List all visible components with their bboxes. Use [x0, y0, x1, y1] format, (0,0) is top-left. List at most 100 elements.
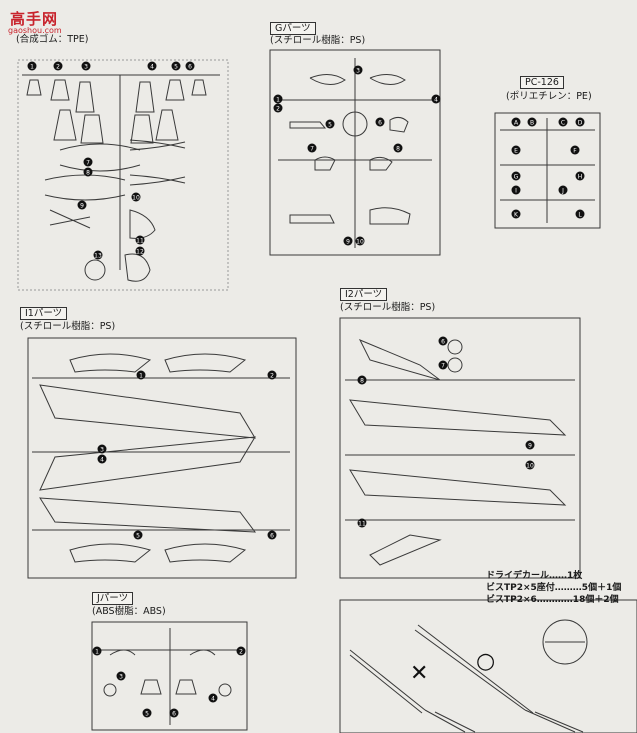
- part-number-marker: 8: [393, 143, 403, 153]
- part-number-marker: 13: [93, 250, 103, 260]
- part-number-marker: 2: [267, 370, 277, 380]
- part-number-label: 5: [136, 533, 140, 540]
- part-number-label: 3: [119, 674, 123, 681]
- part-number-dot: [208, 693, 218, 703]
- pc-part-dot: [511, 145, 521, 155]
- pc-part-letter: I: [515, 188, 517, 195]
- part-number-label: 4: [434, 97, 438, 104]
- part-number-marker: 3: [116, 671, 126, 681]
- part-number-marker: 4: [147, 61, 157, 71]
- part-number-label: 3: [84, 64, 88, 71]
- accessory-screw-6: ビスTP2×6…………18個＋2個: [486, 595, 619, 605]
- part-number-label: 2: [276, 106, 280, 113]
- part-number-label: 3: [356, 68, 360, 75]
- pc-part-letter: A: [514, 120, 519, 127]
- part-number-dot: [136, 370, 146, 380]
- part-number-marker: 2: [273, 103, 283, 113]
- i2-frame-material: (スチロール樹脂：PS): [340, 302, 436, 313]
- wrong-mark-glyph: ✕: [410, 661, 428, 686]
- part-number-dot: [353, 65, 363, 75]
- part-number-dot: [83, 157, 93, 167]
- part-number-dot: [525, 440, 535, 450]
- pc-part-marker: D: [575, 117, 585, 127]
- part-number-dot: [307, 143, 317, 153]
- part-number-dot: [92, 646, 102, 656]
- part-number-label: 10: [132, 195, 140, 202]
- part-number-label: 2: [270, 373, 274, 380]
- part-number-label: 8: [360, 378, 364, 385]
- part-number-dot: [431, 94, 441, 104]
- part-number-dot: [185, 61, 195, 71]
- watermark-url: gaoshou.com: [8, 26, 62, 35]
- part-number-dot: [53, 61, 63, 71]
- part-number-dot: [77, 200, 87, 210]
- part-number-dot: [147, 61, 157, 71]
- part-number-marker: 4: [431, 94, 441, 104]
- part-number-marker: 3: [97, 444, 107, 454]
- part-number-dot: [343, 236, 353, 246]
- j-frame-title: Jパーツ: [92, 592, 134, 605]
- part-number-dot: [525, 460, 535, 470]
- accessories-list: ドライデカール……1枚 ビスTP2×5座付………5個＋1個 ビスTP2×6…………: [486, 570, 637, 606]
- part-number-marker: 6: [375, 117, 385, 127]
- pc-part-dot: [575, 209, 585, 219]
- pc-part-dot: [558, 185, 568, 195]
- pc-part-letter: K: [514, 212, 519, 219]
- part-number-dot: [142, 708, 152, 718]
- part-number-marker: 11: [135, 235, 145, 245]
- pc-part-letter: L: [578, 212, 582, 219]
- part-number-dot: [438, 360, 448, 370]
- part-number-marker: 5: [133, 530, 143, 540]
- part-number-dot: [393, 143, 403, 153]
- part-number-label: 9: [80, 203, 84, 210]
- pc-part-marker: G: [511, 171, 521, 181]
- part-number-label: 7: [86, 160, 90, 167]
- part-number-marker: 6: [438, 336, 448, 346]
- part-number-dot: [438, 336, 448, 346]
- part-number-label: 2: [239, 649, 243, 656]
- g-frame-material: (スチロール樹脂：PS): [270, 35, 366, 46]
- part-number-label: 3: [100, 447, 104, 454]
- part-number-label: 7: [441, 363, 445, 370]
- part-number-marker: 5: [325, 119, 335, 129]
- part-number-dot: [135, 235, 145, 245]
- part-number-marker: 4: [97, 454, 107, 464]
- pc-part-letter: H: [578, 174, 583, 181]
- part-number-marker: 10: [525, 460, 535, 470]
- accessory-decal: ドライデカール……1枚: [486, 571, 583, 581]
- pc-part-letter: B: [530, 120, 534, 127]
- part-number-label: 8: [86, 170, 90, 177]
- part-number-marker: 3: [81, 61, 91, 71]
- pc-part-dot: [511, 209, 521, 219]
- pc-part-letter: F: [573, 148, 577, 155]
- part-number-dot: [133, 530, 143, 540]
- part-number-marker: 5: [171, 61, 181, 71]
- part-number-marker: 7: [307, 143, 317, 153]
- part-number-marker: 10: [131, 192, 141, 202]
- i2-frame-title: I2パーツ: [340, 288, 388, 301]
- part-number-dot: [93, 250, 103, 260]
- part-number-label: 6: [188, 64, 192, 71]
- part-number-marker: 6: [185, 61, 195, 71]
- part-number-marker: 1: [273, 94, 283, 104]
- pc-part-dot: [511, 185, 521, 195]
- i1-frame-title: I1パーツ: [20, 307, 68, 320]
- part-number-marker: 7: [438, 360, 448, 370]
- part-number-dot: [27, 61, 37, 71]
- pc-part-marker: H: [575, 171, 585, 181]
- i1-frame-material: (スチロール樹脂：PS): [20, 321, 116, 332]
- j-frame-material: (ABS樹脂：ABS): [92, 606, 166, 617]
- part-number-marker: 9: [343, 236, 353, 246]
- part-number-dot: [97, 454, 107, 464]
- pc-part-marker: F: [570, 145, 580, 155]
- tpe-runner: [17, 59, 229, 291]
- part-number-marker: 12: [135, 246, 145, 256]
- watermark-logo: 高手网 gaoshou.com: [2, 4, 74, 38]
- pc-runner: [494, 112, 601, 229]
- part-number-dot: [267, 370, 277, 380]
- part-number-marker: 1: [136, 370, 146, 380]
- pc-part-marker: C: [558, 117, 568, 127]
- part-number-label: 6: [441, 339, 445, 346]
- part-number-marker: 11: [357, 518, 367, 528]
